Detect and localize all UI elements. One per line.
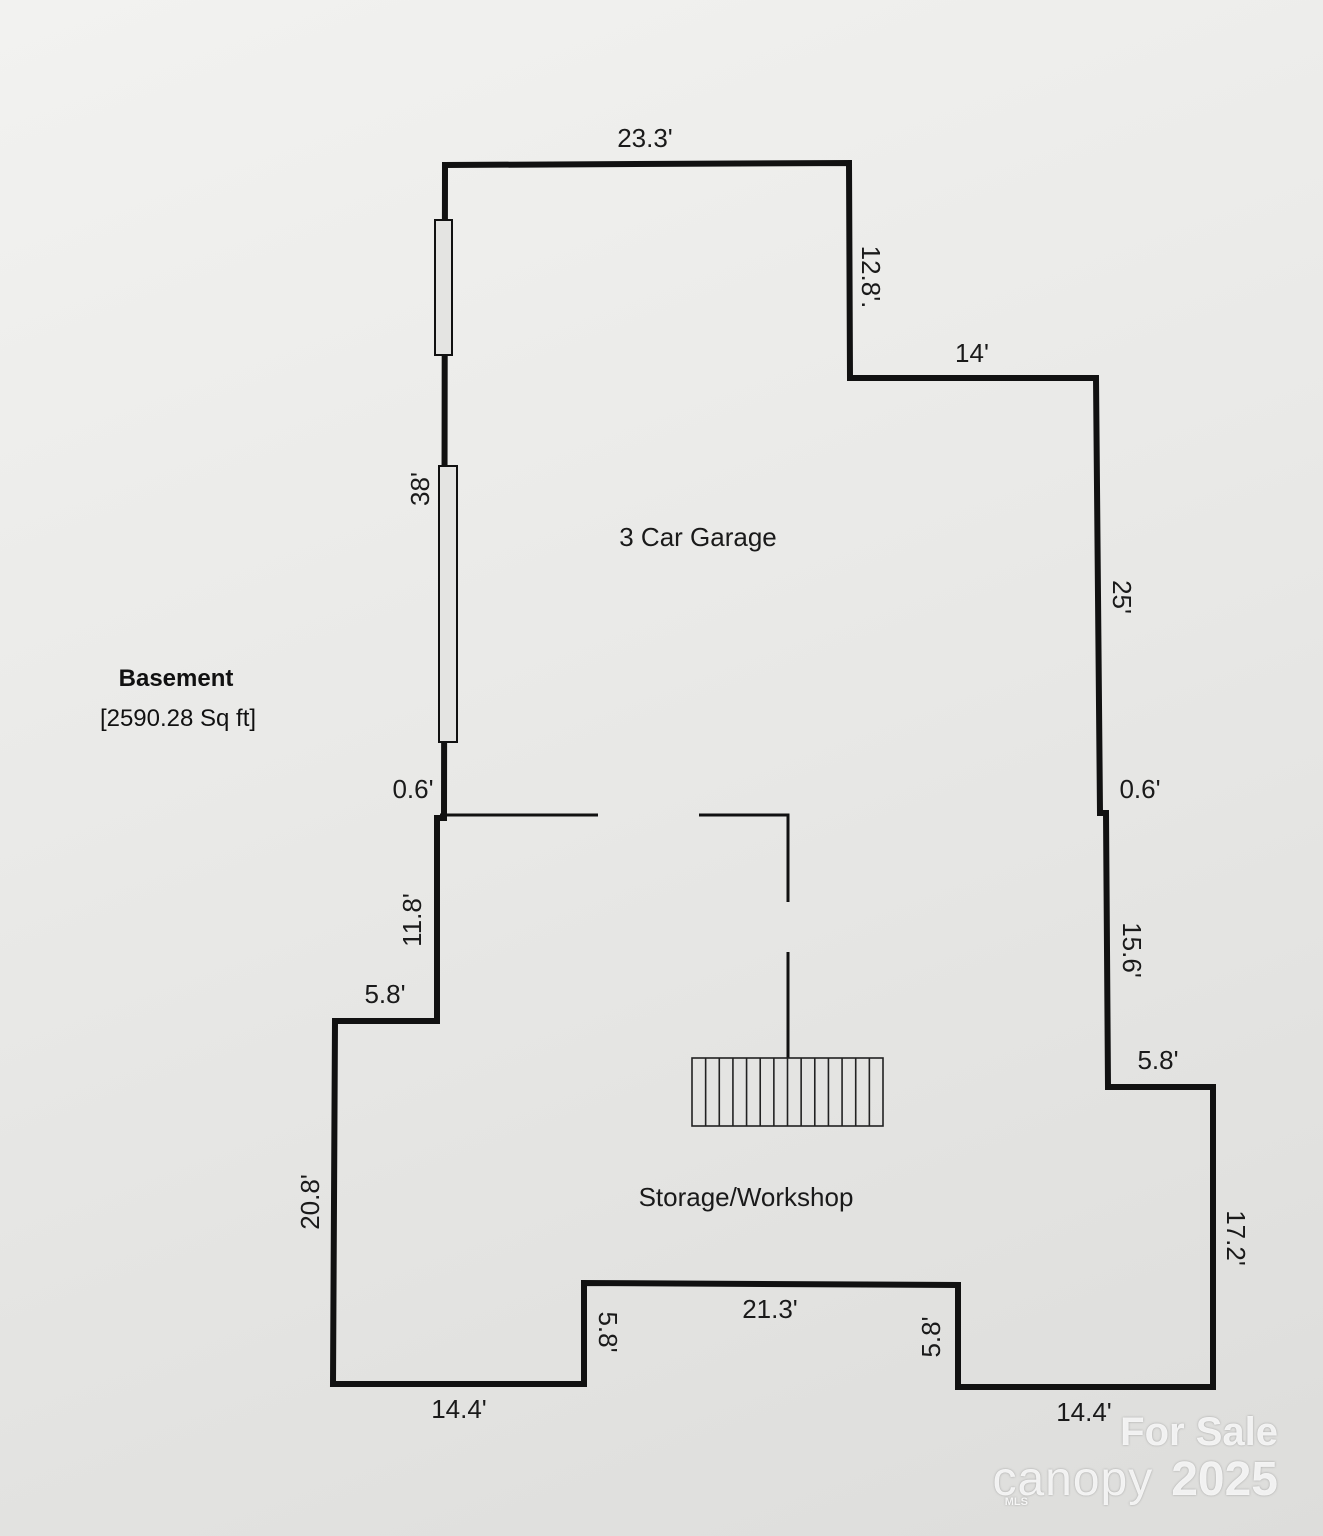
dim-right-upper: 12.8'.: [856, 246, 886, 309]
dim-right-jog: 0.6': [1119, 774, 1160, 804]
room-label-storage: Storage/Workshop: [639, 1182, 854, 1212]
dim-right-lower: 17.2': [1221, 1210, 1251, 1266]
watermark-for-sale: For Sale: [1120, 1410, 1278, 1454]
staircase: [691, 1057, 884, 1127]
dim-top: 23.3': [617, 123, 673, 153]
dim-notch-top: 21.3': [742, 1294, 798, 1324]
garage-window-lower: [438, 465, 458, 743]
dim-left-garage: 38': [405, 472, 435, 506]
exterior-wall: [329, 159, 1216, 1390]
floor-area: [2590.28 Sq ft]: [100, 705, 256, 732]
floor-name: Basement: [119, 665, 234, 692]
dim-right-garage: 25': [1107, 580, 1137, 614]
dim-left-lower: 20.8': [295, 1174, 325, 1230]
dim-notch-right: 5.8': [916, 1316, 946, 1357]
dim-right-mid: 15.6': [1117, 922, 1147, 978]
dim-bottom-left: 14.4': [431, 1394, 487, 1424]
dim-bottom-right: 14.4': [1056, 1397, 1112, 1427]
dim-left-step: 5.8': [364, 979, 405, 1009]
watermark-brand-logo: canopy: [992, 1453, 1154, 1506]
watermark-mls: MLS: [1004, 1496, 1028, 1508]
room-label-garage: 3 Car Garage: [619, 522, 777, 552]
watermark-year: 2025: [1171, 1453, 1278, 1506]
dim-notch-left: 5.8': [593, 1311, 623, 1352]
listing-watermark: For Sale canopy 2025 MLS: [992, 1410, 1278, 1508]
interior-wall-right: [699, 813, 790, 902]
garage-window-upper: [434, 219, 453, 356]
dim-right-step: 5.8': [1137, 1045, 1178, 1075]
dim-step-top: 14': [955, 338, 989, 368]
dim-left-mid: 11.8': [397, 893, 427, 947]
dim-left-jog: 0.6': [392, 774, 433, 804]
